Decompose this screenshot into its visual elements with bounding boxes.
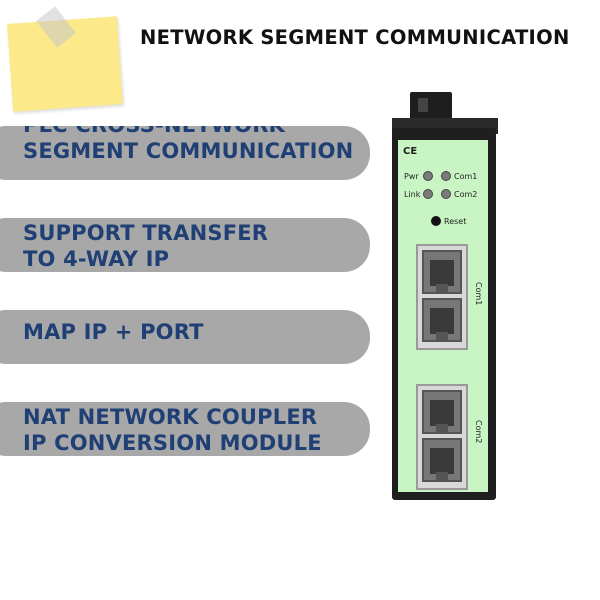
feature-pill-1: PLC CROSS-NETWORK SEGMENT COMMUNICATION [0,126,370,180]
link-led [423,189,433,199]
pwr-led [423,171,433,181]
com1-led-label: Com1 [454,172,478,181]
ce-mark: CE [403,146,418,157]
feature-1-line-1: PLC CROSS-NETWORK [23,126,370,138]
com1-led [441,171,451,181]
com2-led-label: Com2 [454,190,478,199]
com2-led [441,189,451,199]
feature-4-line-2: IP CONVERSION MODULE [23,431,322,455]
feature-pill-3: MAP IP + PORT [0,310,370,364]
reset-label: Reset [444,217,467,226]
com1-port-group [416,244,468,350]
ethernet-port-2[interactable] [422,298,462,342]
feature-1-line-2: SEGMENT COMMUNICATION [23,139,354,163]
reset-button[interactable] [431,216,441,226]
feature-pill-4: NAT NETWORK COUPLER IP CONVERSION MODULE [0,402,370,456]
page-title: NETWORK SEGMENT COMMUNICATION [140,26,570,49]
com1-port-label: Com1 [474,282,483,306]
feature-4-line-1: NAT NETWORK COUPLER [23,405,318,429]
ethernet-port-1[interactable] [422,250,462,294]
ethernet-port-3[interactable] [422,390,462,434]
feature-3-line-1: MAP IP + PORT [23,320,204,344]
feature-2-line-1: SUPPORT TRANSFER [23,221,269,245]
feature-2-line-2: TO 4-WAY IP [23,247,170,271]
feature-pill-2: SUPPORT TRANSFER TO 4-WAY IP [0,218,370,272]
ethernet-port-4[interactable] [422,438,462,482]
com2-port-group [416,384,468,490]
pwr-label: Pwr [404,172,419,181]
link-label: Link [404,190,421,199]
com2-port-label: Com2 [474,420,483,444]
